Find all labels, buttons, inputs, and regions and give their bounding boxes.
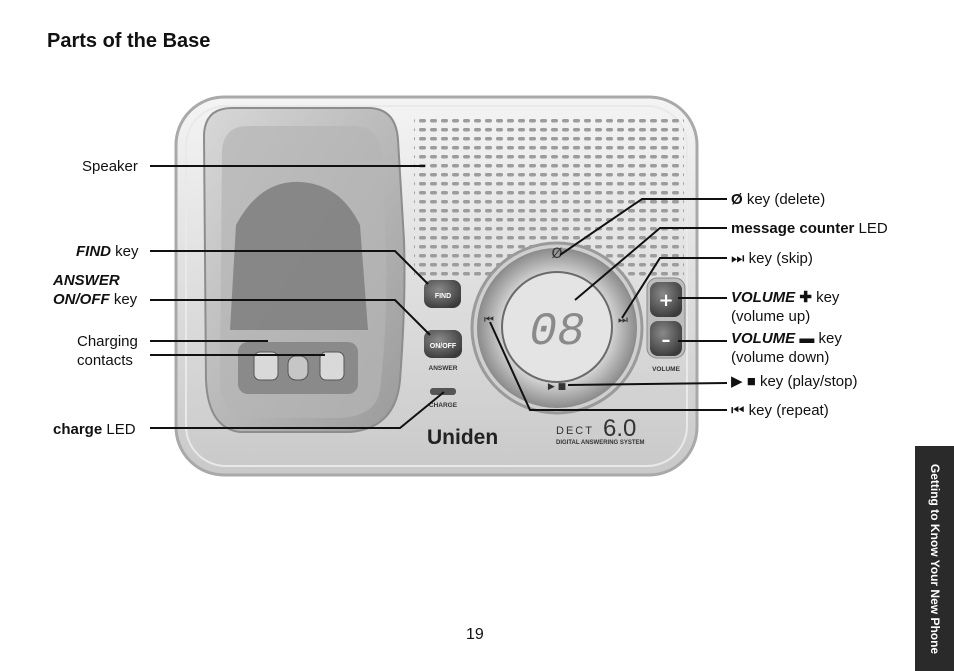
svg-text:–: – [662,330,671,351]
svg-text:ANSWER: ANSWER [429,365,458,372]
charging-contacts [238,342,358,394]
svg-text:6.0: 6.0 [603,415,636,442]
callout-find-key: FIND key [76,243,139,260]
svg-text:FIND: FIND [435,293,451,300]
find-button [424,280,461,308]
callout-lines [150,165,728,429]
message-counter-display [501,271,613,383]
callout-message-counter-led: message counter LED [731,220,888,237]
svg-text:DECT: DECT [556,425,594,437]
svg-text:VOLUME: VOLUME [652,366,680,373]
volume-up-button [650,282,682,317]
answer-onoff-button [424,330,462,358]
play-stop-key: ▶ ■ [548,382,566,392]
callout-charge-led: charge LED [53,421,136,438]
callout-volume-down-key: VOLUME ▬ key(volume down) [731,330,842,366]
callout-delete-key: Ø key (delete) [731,191,826,208]
callout-volume-up-key: VOLUME ✚ key(volume up) [731,289,840,325]
skip-key: ⏭ [618,313,628,326]
svg-text:DIGITAL ANSWERING SYSTEM: DIGITAL ANSWERING SYSTEM [556,440,645,446]
callout-skip-key: ⏭ key (skip) [731,250,813,267]
svg-text:+: + [658,290,673,311]
page-title: Parts of the Base [47,30,211,52]
page-number: 19 [466,626,484,643]
delete-key: Ø [551,246,562,262]
volume-down-button [650,321,682,356]
charge-led [430,388,456,395]
volume-keys: + – VOLUME [646,277,686,373]
callout-repeat-key: ⏮ key (repeat) [731,402,829,419]
callout-play-stop-key: ▶ ■ key (play/stop) [731,373,858,390]
section-side-tab: Getting to Know Your New Phone [915,446,954,671]
repeat-key: ⏮ [484,313,494,326]
svg-text:08: 08 [529,306,584,358]
svg-text:CHARGE: CHARGE [429,402,458,409]
svg-text:ON/OFF: ON/OFF [430,343,457,350]
brand-logo: Uniden [427,426,498,449]
callout-speaker: Speaker [82,158,138,175]
